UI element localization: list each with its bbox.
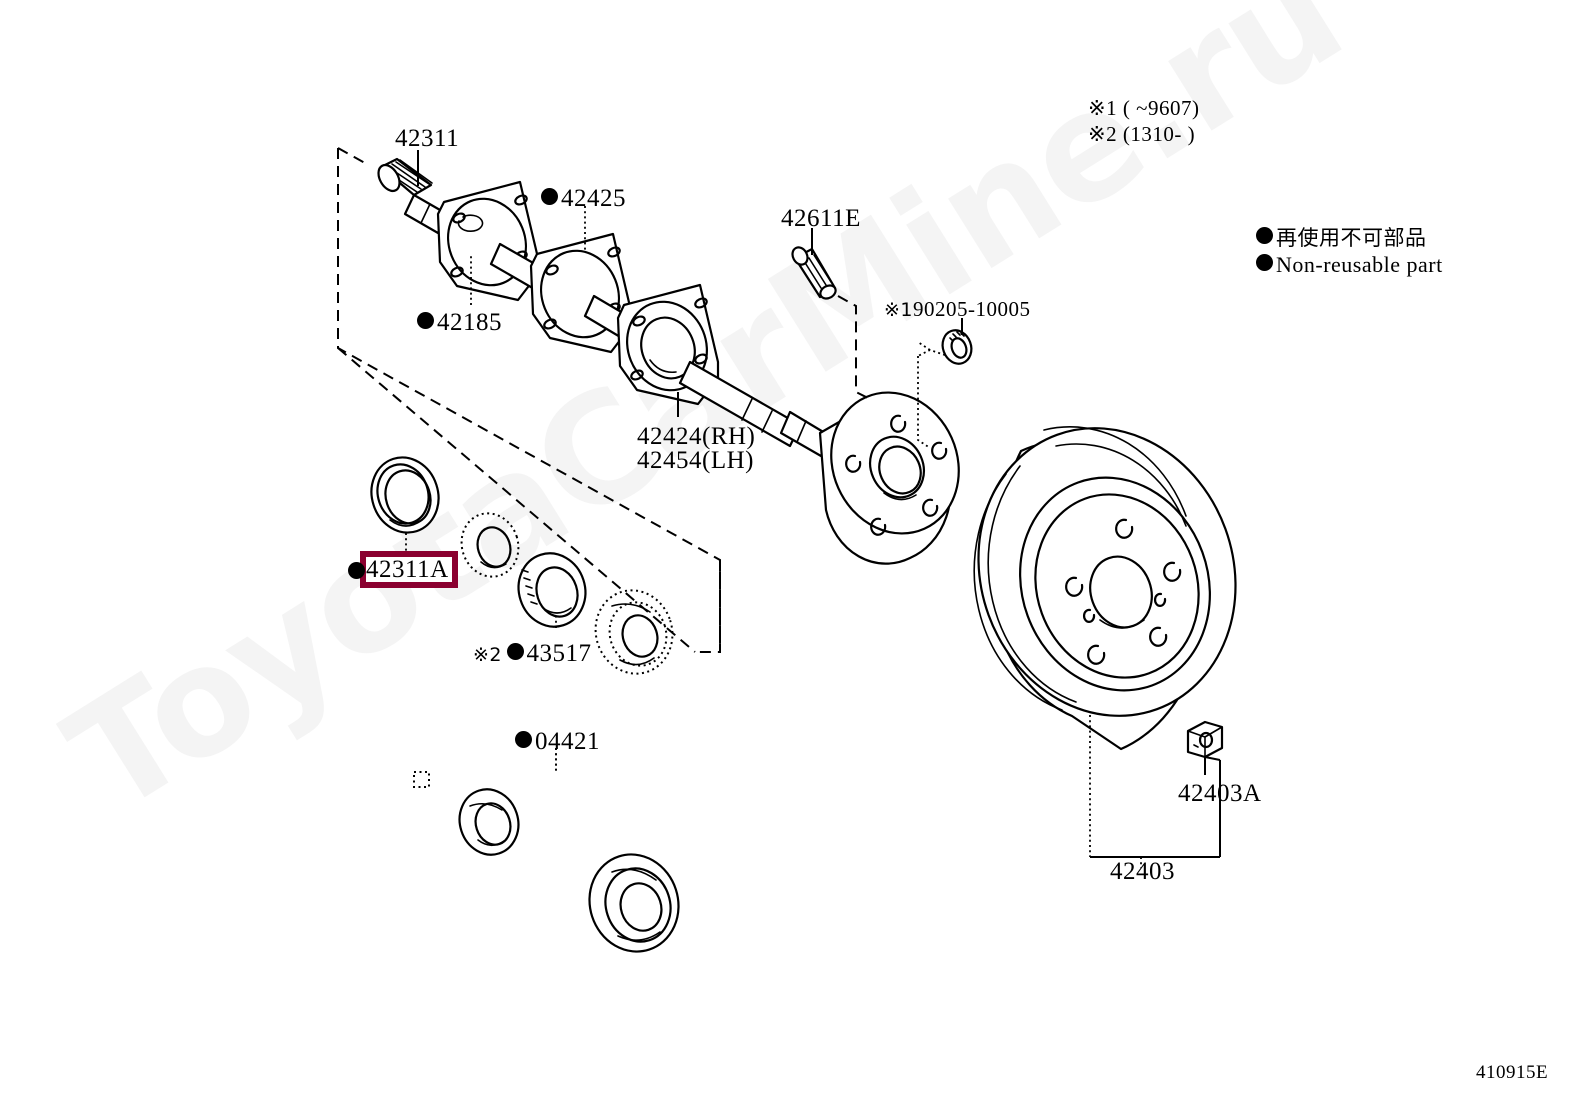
axle-shaft-assembly bbox=[377, 157, 973, 565]
drum-leader-bracket bbox=[1089, 715, 1221, 868]
filled-circle-icon bbox=[506, 643, 524, 660]
filled-circle-icon bbox=[541, 188, 558, 205]
filled-circle-icon bbox=[417, 312, 434, 329]
part-label-43517[interactable]: ※2 43517 bbox=[473, 640, 592, 668]
part-label-42311A-highlight-box[interactable] bbox=[360, 551, 458, 588]
legend-row-en: Non-reusable part bbox=[1256, 252, 1443, 278]
seal-bearing-set bbox=[370, 456, 674, 675]
legend-en-text: Non-reusable part bbox=[1276, 252, 1443, 277]
filled-circle-icon bbox=[1256, 254, 1273, 271]
part-label-04421[interactable]: 04421 bbox=[515, 728, 600, 756]
shim-washer-90205 bbox=[941, 329, 973, 365]
bearing-spacer-ring bbox=[460, 512, 520, 578]
legend-row-jp: 再使用不可部品 bbox=[1256, 222, 1427, 252]
part-number-text: 42185 bbox=[437, 309, 502, 336]
part-label-42403A[interactable]: 42403A bbox=[1178, 780, 1262, 807]
filled-circle-icon bbox=[348, 562, 365, 579]
bearing-outer-race bbox=[594, 589, 674, 675]
part-number-text: 43517 bbox=[526, 640, 592, 667]
shaft-splines bbox=[377, 157, 433, 197]
part-label-42311[interactable]: 42311 bbox=[395, 125, 460, 152]
part-label-42425[interactable]: 42425 bbox=[541, 185, 626, 213]
part-label-42611E[interactable]: 42611E bbox=[781, 205, 861, 232]
bearing-kit-box-04421 bbox=[413, 748, 680, 953]
hub-bolt-42611E bbox=[791, 246, 837, 300]
part-number-text: 90205-10005 bbox=[913, 297, 1031, 321]
part-number-text: 42311A bbox=[366, 556, 449, 583]
note-marker-2: ※2 bbox=[473, 644, 503, 666]
retaining-clip-42403A bbox=[1186, 720, 1224, 759]
diagram-code: 410915E bbox=[1476, 1062, 1549, 1083]
part-label-42403[interactable]: 42403 bbox=[1110, 858, 1175, 885]
part-label-42454[interactable]: 42454(LH) bbox=[637, 447, 754, 474]
bearing-43517 bbox=[517, 552, 587, 628]
part-label-42424[interactable]: 42424(RH) bbox=[637, 423, 756, 450]
oil-seal-42311A bbox=[370, 456, 440, 534]
filled-circle-icon bbox=[515, 731, 532, 748]
note-1: ※1 ( ~9607) bbox=[1088, 96, 1200, 120]
note-2: ※2 (1310- ) bbox=[1088, 122, 1196, 146]
brake-drum-42403 bbox=[973, 426, 1237, 751]
note-marker-1: ※1 bbox=[884, 299, 914, 321]
part-label-42185[interactable]: 42185 bbox=[417, 309, 502, 337]
legend-jp-text: 再使用不可部品 bbox=[1276, 226, 1427, 250]
kit-bearing-large bbox=[588, 853, 680, 953]
group-boundary-dashed bbox=[337, 147, 721, 653]
part-label-90205[interactable]: ※190205-10005 bbox=[884, 297, 1031, 322]
filled-circle-icon bbox=[1256, 227, 1273, 244]
hub-flange bbox=[818, 391, 960, 565]
kit-ring-small bbox=[458, 788, 520, 856]
part-number-text: 42425 bbox=[561, 185, 626, 212]
label-leaders bbox=[405, 150, 1206, 775]
part-number-text: 04421 bbox=[535, 728, 600, 755]
